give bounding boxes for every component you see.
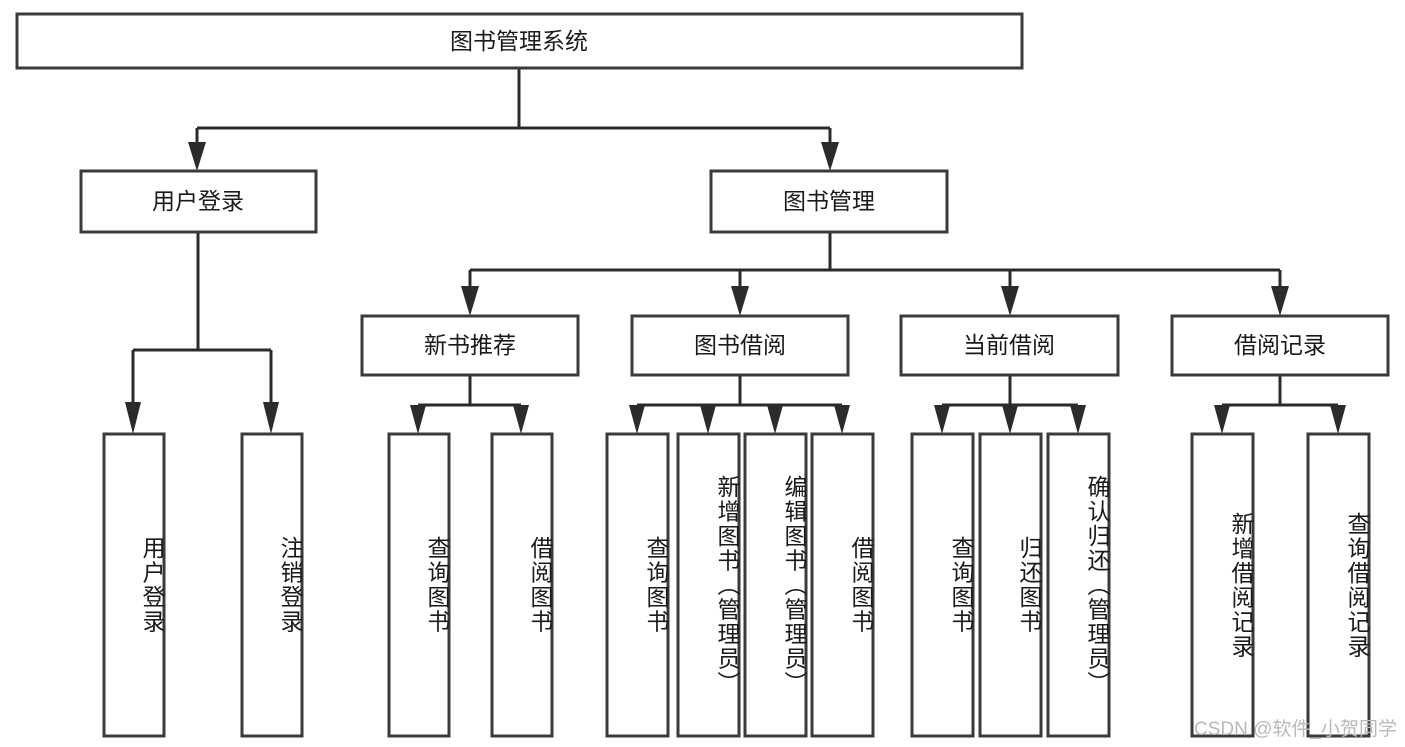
arrow-head-leaf-query-record [1330, 405, 1346, 434]
node-current-borrow-label: 当前借阅 [963, 332, 1055, 358]
node-book-manage[interactable]: 图书管理 [709, 169, 949, 234]
node-book-borrow-label: 图书借阅 [694, 332, 786, 358]
node-leaf-borrow-book-1-box[interactable] [490, 432, 554, 738]
csdn-watermark: CSDN @软件_小贺同学 [1194, 719, 1397, 740]
arrow-head-leaf-user-login [125, 402, 141, 434]
arrow-head-new-book-recommend [461, 286, 479, 316]
node-new-book-recommend-label: 新书推荐 [424, 332, 516, 358]
node-current-borrow[interactable]: 当前借阅 [899, 314, 1120, 377]
node-leaf-query-book-1-box[interactable] [387, 432, 451, 738]
node-new-book-recommend-box[interactable] [360, 314, 580, 377]
node-book-manage-box[interactable] [709, 169, 949, 234]
node-root-box[interactable] [15, 12, 1024, 70]
node-new-book-recommend[interactable]: 新书推荐 [360, 314, 580, 377]
node-leaf-query-record-box[interactable] [1306, 432, 1371, 738]
arrow-head-leaf-edit-book [767, 405, 783, 434]
arrow-head-current-borrow [1001, 286, 1019, 316]
node-user-login-label: 用户登录 [152, 188, 244, 214]
arrow-head-book-borrow [731, 286, 749, 316]
node-borrow-record[interactable]: 借阅记录 [1170, 314, 1390, 377]
node-root[interactable]: 图书管理系统 [15, 12, 1024, 70]
connector-group-current-borrow [934, 375, 1086, 434]
node-leaf-logout-box[interactable] [240, 432, 304, 738]
connector-group-book-borrow [629, 375, 850, 434]
node-borrow-record-label: 借阅记录 [1234, 332, 1326, 358]
connector-group-book-manage [461, 232, 1289, 316]
arrow-head-leaf-add-record [1214, 405, 1230, 434]
node-book-manage-label: 图书管理 [783, 188, 875, 214]
arrow-head-leaf-query-book-3 [934, 405, 950, 434]
node-book-borrow[interactable]: 图书借阅 [630, 314, 850, 377]
node-book-borrow-box[interactable] [630, 314, 850, 377]
arrow-head-leaf-query-book-2 [629, 405, 645, 434]
connector-group-user-login [125, 232, 279, 434]
arrow-head-book-manage [821, 142, 839, 171]
node-leaf-query-book-3-box[interactable] [910, 432, 975, 738]
node-leaf-user-login-box[interactable] [102, 432, 166, 738]
arrow-head-borrow-record [1271, 286, 1289, 316]
arrow-head-leaf-query-book-1 [410, 405, 426, 434]
arrow-head-leaf-confirm-return [1070, 405, 1086, 434]
node-leaf-edit-book-box[interactable] [743, 432, 808, 738]
node-user-login[interactable]: 用户登录 [79, 169, 318, 234]
arrow-head-user-login [188, 142, 206, 171]
connector-group-new-book-recommend [410, 375, 529, 434]
node-current-borrow-box[interactable] [899, 314, 1120, 377]
arrow-head-leaf-borrow-book-2 [834, 405, 850, 434]
node-leaf-confirm-return-box[interactable] [1046, 432, 1111, 738]
node-user-login-box[interactable] [79, 169, 318, 234]
connector-group-root [188, 68, 839, 171]
node-borrow-record-box[interactable] [1170, 314, 1390, 377]
node-leaf-borrow-book-2-box[interactable] [810, 432, 875, 738]
node-leaf-query-book-2-box[interactable] [605, 432, 670, 738]
node-root-label: 图书管理系统 [450, 28, 588, 54]
arrow-head-leaf-return-book [1002, 405, 1018, 434]
arrow-head-leaf-logout [263, 402, 279, 434]
node-leaf-add-record-box[interactable] [1190, 432, 1255, 738]
node-leaf-return-book-box[interactable] [978, 432, 1043, 738]
arrow-head-leaf-add-book [700, 405, 716, 434]
connector-group-borrow-record [1214, 375, 1346, 434]
node-leaf-add-book-box[interactable] [676, 432, 741, 738]
arrow-head-leaf-borrow-book-1 [513, 405, 529, 434]
